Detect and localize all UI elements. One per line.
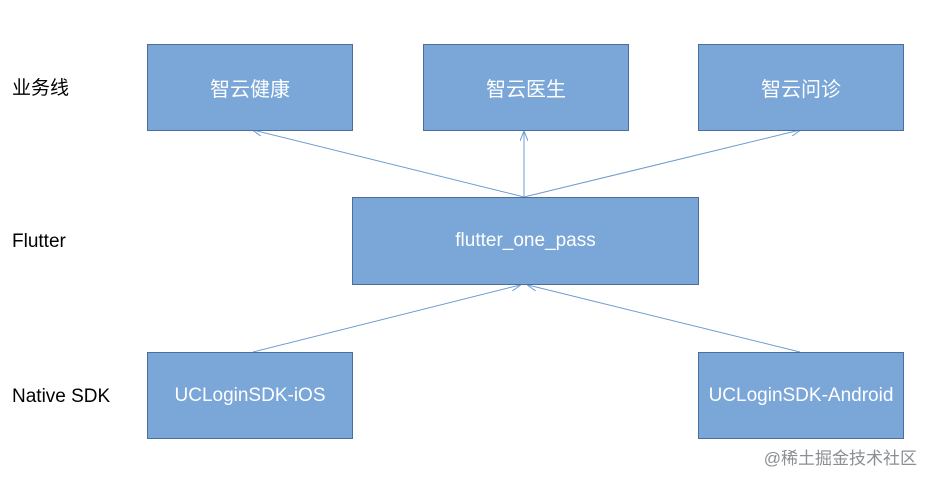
- arrow-flutter-to-health: [253, 130, 525, 198]
- box-label: 智云问诊: [761, 79, 841, 101]
- box-uclogin-sdk-ios: UCLoginSDK-iOS: [147, 352, 353, 439]
- box-uclogin-sdk-android: UCLoginSDK-Android: [698, 352, 904, 439]
- arrow-android-to-flutter: [528, 285, 801, 353]
- watermark: @稀土掘金技术社区: [763, 449, 917, 468]
- box-zhiyun-consult: 智云问诊: [698, 44, 904, 131]
- box-label: 智云健康: [210, 79, 290, 101]
- box-flutter-one-pass: flutter_one_pass: [352, 197, 699, 285]
- row-label-flutter: Flutter: [12, 231, 66, 252]
- box-zhiyun-doctor: 智云医生: [423, 44, 629, 131]
- row-label-native-sdk: Native SDK: [12, 386, 111, 407]
- row-label-business: 业务线: [12, 78, 70, 99]
- box-label: UCLoginSDK-Android: [708, 384, 894, 406]
- box-label: UCLoginSDK-iOS: [174, 384, 326, 406]
- arrow-ios-to-flutter: [252, 285, 520, 353]
- arrow-flutter-to-consult: [523, 130, 800, 198]
- box-zhiyun-health: 智云健康: [147, 44, 353, 131]
- box-label: 智云医生: [486, 79, 566, 101]
- box-label: flutter_one_pass: [455, 230, 596, 251]
